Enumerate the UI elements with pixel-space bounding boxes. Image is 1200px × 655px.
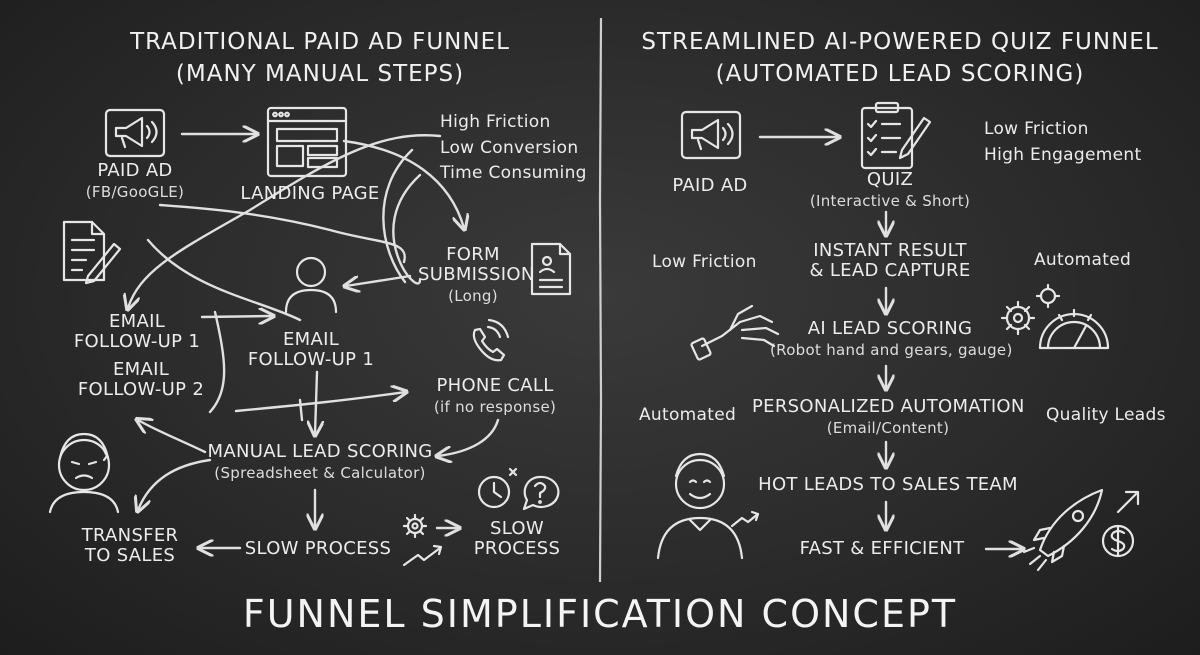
megaphone-icon bbox=[680, 110, 742, 160]
question-bubble-icon bbox=[522, 475, 560, 511]
growth-arrow-icon bbox=[1116, 490, 1140, 514]
email-follow-up-center: EMAIL FOLLOW-UP 1 bbox=[236, 329, 386, 371]
email-follow-up-left: EMAIL FOLLOW-UP 1 bbox=[62, 311, 212, 353]
manual-scoring-label: MANUAL LEAD SCORING bbox=[207, 441, 433, 462]
quiz-clipboard-icon bbox=[860, 101, 932, 170]
personalized-automation-node: PERSONALIZED AUTOMATION (Email/Content) bbox=[752, 396, 1025, 438]
email-2-line-2: FOLLOW-UP 2 bbox=[77, 379, 205, 401]
email-center-line-2: FOLLOW-UP 1 bbox=[247, 349, 375, 371]
right-heading-line-1: STREAMLINED AI-POWERED QUIZ FUNNEL bbox=[641, 29, 1159, 55]
instant-line-1: INSTANT RESULT bbox=[813, 240, 967, 261]
slow-process-2: SLOW PROCESS bbox=[462, 518, 572, 560]
gears-icon bbox=[1000, 283, 1061, 336]
instant-result-node: INSTANT RESULT & LEAD CAPTURE bbox=[790, 240, 990, 282]
right-heading: STREAMLINED AI-POWERED QUIZ FUNNEL (AUTO… bbox=[610, 29, 1190, 88]
robot-hand-icon bbox=[690, 304, 780, 361]
form-sub: (Long) bbox=[448, 287, 498, 306]
personalized-label: PERSONALIZED AUTOMATION bbox=[752, 396, 1025, 417]
page-title: FUNNEL SIMPLIFICATION CONCEPT bbox=[242, 592, 958, 636]
note-low-conversion: Low Conversion bbox=[440, 137, 579, 158]
smiling-person-icon bbox=[656, 452, 744, 560]
automated-right-label: Automated bbox=[1034, 250, 1132, 270]
transfer-to-sales: TRANSFER TO SALES bbox=[70, 525, 190, 567]
transfer-line-2: TO SALES bbox=[84, 545, 176, 567]
person-icon bbox=[284, 256, 338, 314]
slow-2-line-1: SLOW bbox=[490, 518, 544, 539]
left-heading-line-2: (MANY MANUAL STEPS) bbox=[175, 60, 465, 87]
manual-scoring-sub: (Spreadsheet & Calculator) bbox=[214, 464, 426, 483]
ai-lead-scoring-node: AI LEAD SCORING (Robot hand and gears, g… bbox=[770, 318, 1013, 360]
form-label-2: SUBMISSION bbox=[418, 264, 535, 286]
landing-page-label: LANDING PAGE bbox=[240, 183, 380, 204]
sparkle-icon bbox=[508, 467, 518, 477]
fast-efficient-label: FAST & EFFICIENT bbox=[799, 538, 965, 559]
trend-arrow-icon bbox=[730, 510, 760, 528]
email-center-line-1: EMAIL bbox=[282, 329, 340, 350]
form-document-icon bbox=[530, 242, 572, 296]
ai-scoring-sub: (Robot hand and gears, gauge) bbox=[770, 341, 1013, 360]
quiz-node: QUIZ (Interactive & Short) bbox=[790, 169, 990, 211]
personalized-sub: (Email/Content) bbox=[826, 419, 950, 438]
form-label-1: FORM bbox=[446, 244, 500, 265]
note-high-engagement: High Engagement bbox=[984, 145, 1142, 166]
email-2-line-1: EMAIL bbox=[112, 359, 170, 380]
phone-call-node: PHONE CALL (if no response) bbox=[410, 375, 580, 417]
right-paid-ad-label: PAID AD bbox=[672, 175, 748, 196]
left-heading-line-1: TRADITIONAL PAID AD FUNNEL bbox=[130, 29, 510, 55]
slow-process-1: SLOW PROCESS bbox=[244, 538, 392, 559]
megaphone-icon bbox=[104, 108, 166, 158]
quiz-label: QUIZ bbox=[866, 169, 914, 190]
paid-ad-label: PAID AD bbox=[97, 160, 173, 181]
quality-leads-label: Quality Leads bbox=[1046, 405, 1166, 425]
note-time-consuming: Time Consuming bbox=[440, 163, 587, 183]
paid-ad-sub: (FB/GooGLE) bbox=[85, 183, 185, 202]
transfer-line-1: TRANSFER bbox=[81, 525, 179, 546]
left-notes: High Friction Low Conversion Time Consum… bbox=[440, 110, 587, 187]
landing-page-icon bbox=[266, 106, 348, 178]
phone-icon bbox=[472, 318, 510, 362]
automated-left-label: Automated bbox=[639, 405, 737, 425]
instant-line-2: & LEAD CAPTURE bbox=[809, 260, 971, 282]
document-edit-icon bbox=[62, 220, 122, 285]
low-friction-label: Low Friction bbox=[652, 252, 757, 272]
ai-scoring-label: AI LEAD SCORING bbox=[807, 318, 973, 339]
clock-icon bbox=[477, 475, 511, 509]
center-divider bbox=[598, 17, 603, 583]
gear-icon bbox=[402, 513, 428, 539]
rocket-icon bbox=[1022, 488, 1104, 572]
quiz-sub: (Interactive & Short) bbox=[809, 192, 971, 211]
trend-arrow-icon bbox=[402, 544, 443, 567]
gauge-icon bbox=[1038, 308, 1110, 350]
note-low-friction: Low Friction bbox=[984, 119, 1089, 139]
slow-2-line-2: PROCESS bbox=[473, 538, 561, 560]
left-heading: TRADITIONAL PAID AD FUNNEL (MANY MANUAL … bbox=[80, 29, 560, 88]
email-left-line-2: FOLLOW-UP 1 bbox=[73, 331, 201, 353]
email-follow-up-2: EMAIL FOLLOW-UP 2 bbox=[66, 359, 216, 401]
manual-lead-scoring-node: MANUAL LEAD SCORING (Spreadsheet & Calcu… bbox=[195, 441, 445, 483]
right-heading-line-2: (AUTOMATED LEAD SCORING) bbox=[715, 60, 1085, 87]
dollar-coin-icon bbox=[1101, 524, 1135, 558]
phone-call-label: PHONE CALL bbox=[436, 375, 554, 396]
right-notes: Low Friction High Engagement bbox=[984, 116, 1141, 169]
right-flow-arrows bbox=[758, 137, 1022, 549]
phone-call-sub: (if no response) bbox=[433, 398, 557, 417]
form-submission-node: FORM SUBMISSION (Long) bbox=[418, 244, 535, 306]
note-high-friction: High Friction bbox=[440, 112, 551, 132]
email-left-line-1: EMAIL bbox=[108, 311, 166, 332]
stressed-face-icon bbox=[48, 432, 120, 514]
left-flow-arrows bbox=[128, 134, 500, 548]
paid-ad-node: PAID AD (FB/GooGLE) bbox=[60, 160, 210, 202]
hot-leads-label: HOT LEADS TO SALES TEAM bbox=[758, 474, 1018, 495]
